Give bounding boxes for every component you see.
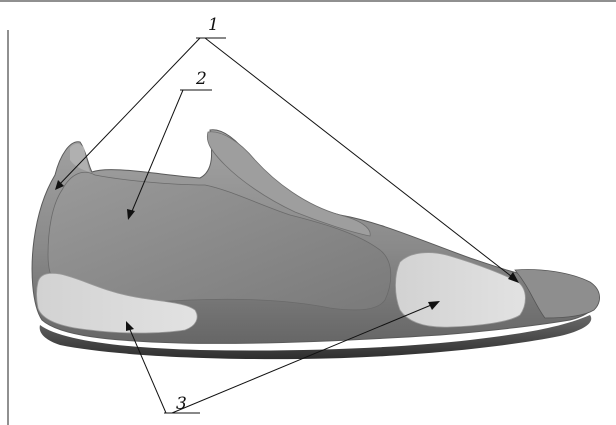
- callout-2: 2: [195, 69, 207, 89]
- forefoot-insert: [396, 253, 526, 327]
- callout-3: 3: [176, 394, 187, 414]
- callout-1: 1: [208, 15, 219, 35]
- leader-1-to-heel: [58, 38, 200, 186]
